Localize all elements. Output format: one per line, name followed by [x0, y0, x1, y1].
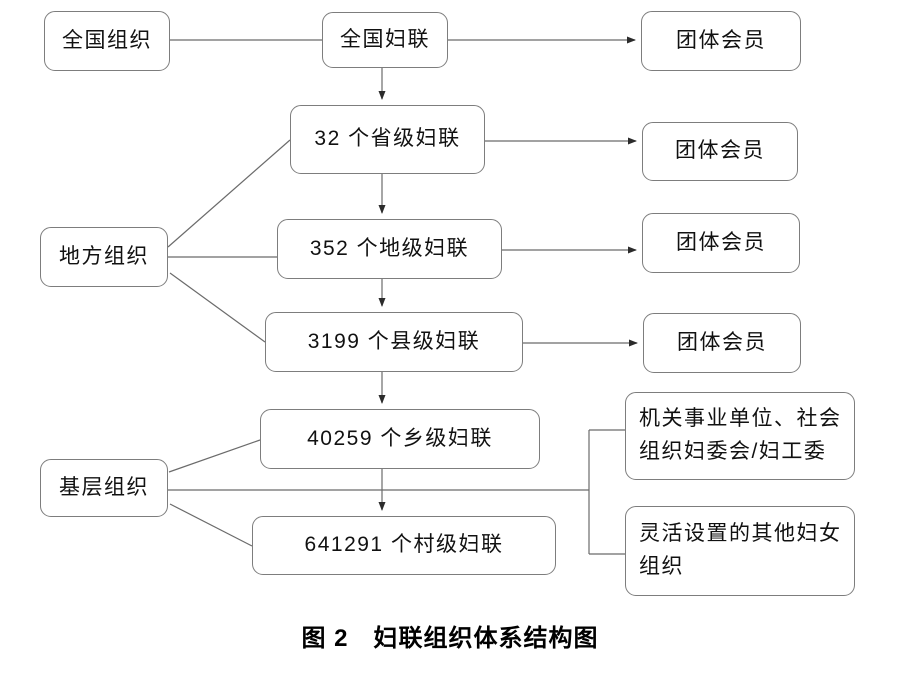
node-org-women-committees: 机关事业单位、社会组织妇委会/妇工委: [625, 392, 855, 480]
node-label: 机关事业单位、社会组织妇委会/妇工委: [639, 407, 842, 463]
node-label: 基层组织: [59, 475, 149, 499]
node-flexible-women-orgs: 灵活设置的其他妇女组织: [625, 506, 855, 596]
node-national-federation: 全国妇联: [322, 12, 448, 68]
node-group-member-1: 团体会员: [641, 11, 801, 71]
node-group-member-4: 团体会员: [643, 313, 801, 373]
node-label: 团体会员: [676, 28, 766, 52]
node-local-org: 地方组织: [40, 227, 168, 287]
node-village-federations: 641291 个村级妇联: [252, 516, 556, 575]
node-group-member-3: 团体会员: [642, 213, 800, 273]
edge-grassroots-to-township: [168, 439, 261, 473]
node-prefecture-federations: 352 个地级妇联: [277, 219, 502, 279]
node-label: 灵活设置的其他妇女组织: [639, 522, 842, 578]
node-label: 352 个地级妇联: [309, 236, 470, 260]
node-grassroots-org: 基层组织: [40, 459, 168, 517]
node-label: 3199 个县级妇联: [307, 329, 481, 353]
node-label: 641291 个村级妇联: [304, 533, 504, 557]
node-label: 团体会员: [676, 230, 766, 254]
edge-grassroots-to-village: [169, 503, 253, 547]
node-group-member-2: 团体会员: [642, 122, 798, 181]
node-label: 团体会员: [675, 139, 765, 163]
node-label: 全国组织: [62, 28, 152, 52]
plain-connectors: [167, 39, 625, 555]
node-label: 地方组织: [59, 244, 149, 268]
node-national-org: 全国组织: [44, 11, 170, 71]
node-label: 全国妇联: [340, 27, 430, 51]
node-township-federations: 40259 个乡级妇联: [260, 409, 540, 469]
edge-local-to-county: [169, 272, 266, 343]
node-county-federations: 3199 个县级妇联: [265, 312, 523, 372]
node-label: 40259 个乡级妇联: [307, 426, 493, 450]
figure-caption: 图 2 妇联组织体系结构图: [301, 625, 599, 652]
edge-local-to-provincial: [167, 139, 291, 248]
node-label: 32 个省级妇联: [314, 127, 461, 151]
node-provincial-federations: 32 个省级妇联: [290, 105, 485, 174]
arrow-connectors: [378, 36, 638, 511]
node-label: 团体会员: [677, 330, 767, 354]
